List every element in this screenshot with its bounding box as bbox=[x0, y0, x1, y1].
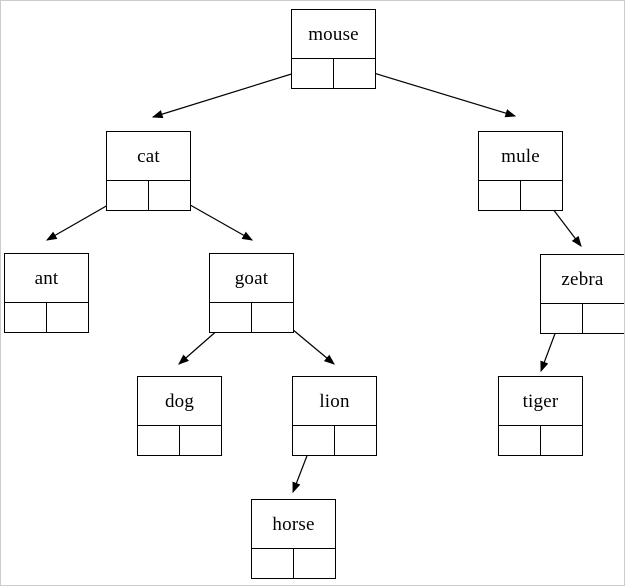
node-label-dog: dog bbox=[164, 390, 195, 412]
node-label-ant: ant bbox=[34, 267, 59, 289]
node-right-pointer-dog[interactable] bbox=[180, 426, 222, 455]
node-pointer-row-cat bbox=[107, 180, 190, 210]
node-right-pointer-zebra[interactable] bbox=[583, 304, 625, 333]
tree-node-ant[interactable]: ant bbox=[4, 253, 89, 333]
tree-node-zebra[interactable]: zebra bbox=[540, 254, 624, 334]
node-right-pointer-mouse[interactable] bbox=[334, 59, 376, 88]
tree-node-cat[interactable]: cat bbox=[106, 131, 191, 211]
node-left-pointer-mule[interactable] bbox=[479, 181, 521, 210]
tree-edge-mouse-to-mule bbox=[353, 66, 517, 118]
tree-node-horse[interactable]: horse bbox=[251, 499, 336, 579]
tree-node-dog[interactable]: dog bbox=[137, 376, 222, 456]
tree-node-mouse[interactable]: mouse bbox=[291, 9, 376, 89]
node-left-pointer-horse[interactable] bbox=[252, 549, 294, 578]
node-label-zebra: zebra bbox=[561, 268, 604, 290]
node-right-pointer-mule[interactable] bbox=[521, 181, 563, 210]
node-pointer-row-dog bbox=[138, 425, 221, 455]
node-right-pointer-horse[interactable] bbox=[294, 549, 336, 578]
node-label-lion: lion bbox=[319, 390, 350, 412]
node-right-pointer-cat[interactable] bbox=[149, 181, 191, 210]
node-left-pointer-mouse[interactable] bbox=[292, 59, 334, 88]
node-left-pointer-ant[interactable] bbox=[5, 303, 47, 332]
node-left-pointer-zebra[interactable] bbox=[541, 304, 583, 333]
node-right-pointer-goat[interactable] bbox=[252, 303, 294, 332]
node-pointer-row-tiger bbox=[499, 425, 582, 455]
node-left-pointer-dog[interactable] bbox=[138, 426, 180, 455]
node-left-pointer-goat[interactable] bbox=[210, 303, 252, 332]
node-label-mouse: mouse bbox=[308, 23, 359, 45]
node-right-pointer-tiger[interactable] bbox=[541, 426, 583, 455]
tree-edge-mouse-to-cat bbox=[151, 66, 315, 119]
node-label-cat: cat bbox=[137, 145, 160, 167]
node-pointer-row-zebra bbox=[541, 303, 624, 333]
node-pointer-row-goat bbox=[210, 302, 293, 332]
node-pointer-row-ant bbox=[5, 302, 88, 332]
node-left-pointer-cat[interactable] bbox=[107, 181, 149, 210]
node-label-goat: goat bbox=[234, 267, 269, 289]
node-right-pointer-lion[interactable] bbox=[335, 426, 377, 455]
node-pointer-row-mule bbox=[479, 180, 562, 210]
node-right-pointer-ant[interactable] bbox=[47, 303, 89, 332]
tree-node-goat[interactable]: goat bbox=[209, 253, 294, 333]
node-label-tiger: tiger bbox=[522, 390, 559, 412]
node-pointer-row-horse bbox=[252, 548, 335, 578]
tree-node-tiger[interactable]: tiger bbox=[498, 376, 583, 456]
node-pointer-row-mouse bbox=[292, 58, 375, 88]
node-label-mule: mule bbox=[501, 145, 540, 167]
node-left-pointer-lion[interactable] bbox=[293, 426, 335, 455]
tree-node-mule[interactable]: mule bbox=[478, 131, 563, 211]
node-left-pointer-tiger[interactable] bbox=[499, 426, 541, 455]
node-pointer-row-lion bbox=[293, 425, 376, 455]
node-label-horse: horse bbox=[272, 513, 315, 535]
tree-node-lion[interactable]: lion bbox=[292, 376, 377, 456]
